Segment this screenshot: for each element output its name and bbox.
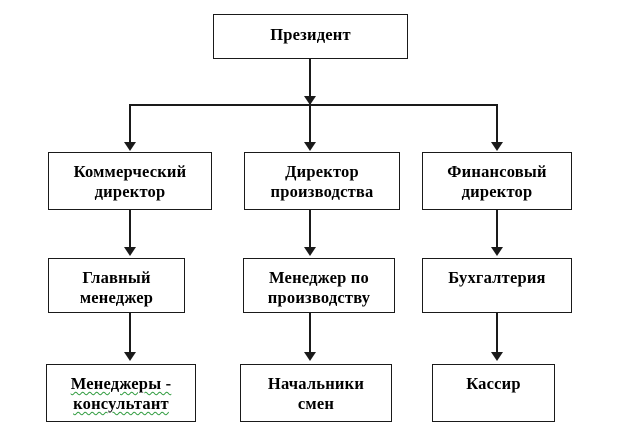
edge-production-to-production-manager-arrowhead — [304, 247, 316, 256]
edge-president-stem-arrowhead — [304, 96, 316, 105]
node-president[interactable]: Президент — [213, 14, 408, 59]
edge-drop-production-arrowhead — [304, 142, 316, 151]
edge-accounting-to-cashier — [496, 313, 498, 359]
edge-drop-financial-arrowhead — [491, 142, 503, 151]
node-production-manager[interactable]: Менеджер по производству — [243, 258, 395, 313]
node-consultant-managers[interactable]: Менеджеры - консультант — [46, 364, 196, 422]
edge-drop-commercial — [129, 104, 131, 146]
node-production-manager-label: Менеджер по производству — [267, 268, 371, 308]
node-accounting[interactable]: Бухгалтерия — [422, 258, 572, 313]
edge-general-manager-to-consultants — [129, 313, 131, 359]
node-financial-director-label: Финансовый директор — [447, 162, 547, 202]
edge-commercial-to-general-manager-arrowhead — [124, 247, 136, 256]
node-commercial-director[interactable]: Коммерческий директор — [48, 152, 212, 210]
node-consultant-managers-label: Менеджеры - консультант — [70, 374, 172, 414]
edge-accounting-to-cashier-arrowhead — [491, 352, 503, 361]
node-production-director-label: Директор производства — [270, 162, 374, 202]
edge-general-manager-to-consultants-arrowhead — [124, 352, 136, 361]
node-cashier-label: Кассир — [466, 374, 521, 393]
node-general-manager-label: Главный менеджер — [79, 268, 154, 308]
edge-bus-level2 — [130, 104, 498, 106]
edge-drop-financial — [496, 104, 498, 146]
edge-financial-to-accounting-arrowhead — [491, 247, 503, 256]
node-accounting-label: Бухгалтерия — [448, 268, 546, 287]
edge-production-to-production-manager — [309, 210, 311, 252]
edge-commercial-to-general-manager — [129, 210, 131, 252]
node-production-director[interactable]: Директор производства — [244, 152, 400, 210]
edge-president-stem — [309, 59, 311, 105]
node-shift-supervisors[interactable]: Начальники смен — [240, 364, 392, 422]
node-shift-supervisors-label: Начальники смен — [267, 374, 365, 414]
edge-drop-production — [309, 104, 311, 146]
edge-financial-to-accounting — [496, 210, 498, 252]
node-financial-director[interactable]: Финансовый директор — [422, 152, 572, 210]
node-president-label: Президент — [270, 25, 351, 45]
node-commercial-director-label: Коммерческий директор — [73, 162, 187, 202]
node-cashier[interactable]: Кассир — [432, 364, 555, 422]
node-general-manager[interactable]: Главный менеджер — [48, 258, 185, 313]
edge-production-manager-to-shift-supervisors — [309, 313, 311, 359]
edge-production-manager-to-shift-supervisors-arrowhead — [304, 352, 316, 361]
edge-drop-commercial-arrowhead — [124, 142, 136, 151]
